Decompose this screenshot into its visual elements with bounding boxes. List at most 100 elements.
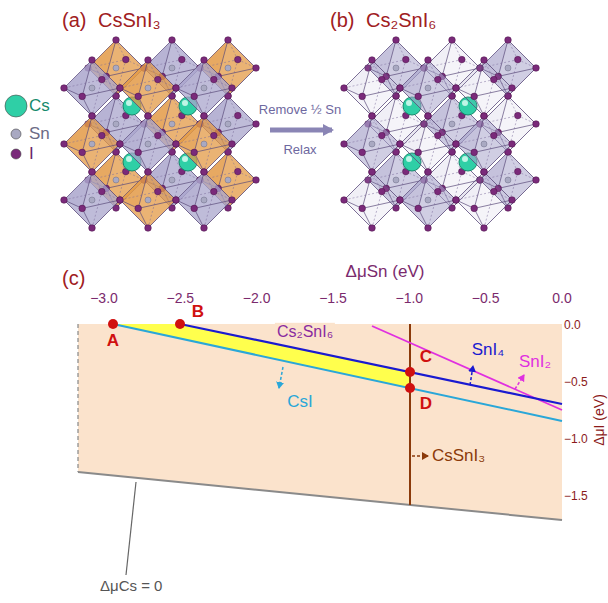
sn-atom (225, 65, 231, 71)
point-label: A (107, 331, 119, 351)
octahedron-edge (418, 88, 456, 96)
i-atom (79, 93, 86, 100)
octahedron-edge (418, 60, 428, 96)
i-atom (253, 121, 260, 128)
octahedron (117, 113, 180, 176)
octahedron-edge (372, 192, 382, 228)
octahedron (397, 169, 460, 232)
i-atom (481, 169, 488, 176)
chemical-potential-region (78, 324, 562, 520)
csi-line (113, 324, 562, 421)
octahedron-edge (484, 80, 494, 116)
octahedron-edge (484, 136, 494, 172)
octahedron-edge (442, 152, 452, 188)
octahedron-edge (362, 144, 400, 152)
i-atom (173, 141, 180, 148)
octahedron-edge (386, 96, 396, 132)
octahedron-edge (418, 200, 456, 208)
octahedron-edge (498, 152, 508, 188)
octahedron-edge (218, 96, 228, 132)
i-atom (201, 57, 208, 64)
legend-swatch (11, 129, 21, 139)
octahedron-edge (362, 60, 372, 96)
panel-label: (b) (330, 9, 354, 32)
i-atom (169, 37, 176, 44)
octahedron-face (344, 116, 400, 172)
octahedron-face (120, 116, 148, 152)
i-atom (341, 141, 348, 148)
cs-highlight (126, 156, 132, 162)
i-atom (369, 113, 376, 120)
i-atom (471, 205, 478, 212)
octahedron-edge (372, 136, 382, 172)
octahedron-edge (148, 192, 158, 228)
octahedron-edge (474, 200, 512, 208)
octahedron (341, 169, 404, 232)
octahedron-edge (106, 96, 116, 132)
cs-highlight (182, 100, 188, 106)
i-atom (225, 37, 232, 44)
i-atom (397, 141, 404, 148)
i-atom (481, 113, 488, 120)
i-atom (425, 113, 432, 120)
octahedron-edge (162, 96, 172, 132)
octahedron-edge (218, 180, 256, 188)
structure-title: CsSnI₃ (98, 9, 161, 32)
octahedron-edge (456, 136, 494, 144)
octahedron-edge (428, 192, 438, 228)
octahedron-edge (344, 192, 382, 200)
i-atom (341, 85, 348, 92)
cs-highlight (406, 156, 412, 162)
tick-label: −0.5 (564, 376, 588, 390)
sn-atom (505, 177, 511, 183)
legend-label: Sn (29, 124, 50, 144)
point-dot (108, 319, 118, 329)
octahedron-edge (372, 80, 382, 116)
i-atom (117, 85, 124, 92)
panel-label: (c) (62, 267, 85, 290)
i-atom (379, 76, 386, 83)
octahedron-face (176, 116, 204, 152)
i-atom (117, 141, 124, 148)
octahedron-edge (138, 144, 176, 152)
i-atom (453, 85, 460, 92)
octahedron-edge (362, 116, 372, 152)
point-label: C (420, 347, 432, 367)
octahedron (117, 169, 180, 232)
sn-atom (145, 197, 151, 203)
octahedron-face (64, 172, 120, 228)
sn-atom (425, 85, 431, 91)
octahedron-edge (218, 68, 256, 76)
octahedron-face (344, 116, 372, 152)
i-atom (145, 169, 152, 176)
i-atom (453, 141, 460, 148)
octahedron-face (176, 60, 232, 116)
i-atom (113, 37, 120, 44)
i-atom (135, 205, 142, 212)
i-atom (453, 85, 460, 92)
octahedron-face (120, 172, 176, 228)
octahedron-edge (64, 136, 102, 144)
phase-label: SnI₄ (472, 340, 504, 360)
i-atom (89, 169, 96, 176)
i-atom (117, 141, 124, 148)
octahedron-edge (194, 172, 204, 208)
sn-atom (145, 141, 151, 147)
octahedron-edge (92, 192, 102, 228)
arrow-label: Relax (281, 143, 318, 158)
octahedron-edge (176, 136, 214, 144)
i-atom (397, 141, 404, 148)
i-atom (491, 76, 498, 83)
octahedron-edge (498, 40, 508, 76)
i-atom (117, 197, 124, 204)
phase-label: CsI (287, 392, 313, 412)
i-atom (145, 113, 152, 120)
octahedron-face (120, 116, 176, 172)
octahedron-edge (82, 88, 120, 96)
cssni3-line (409, 324, 411, 505)
octahedron-edge (344, 80, 382, 88)
octahedron-face (344, 172, 400, 228)
phase-diagram (78, 319, 562, 575)
dashed-arrow (515, 375, 524, 389)
octahedron-edge (194, 88, 232, 96)
